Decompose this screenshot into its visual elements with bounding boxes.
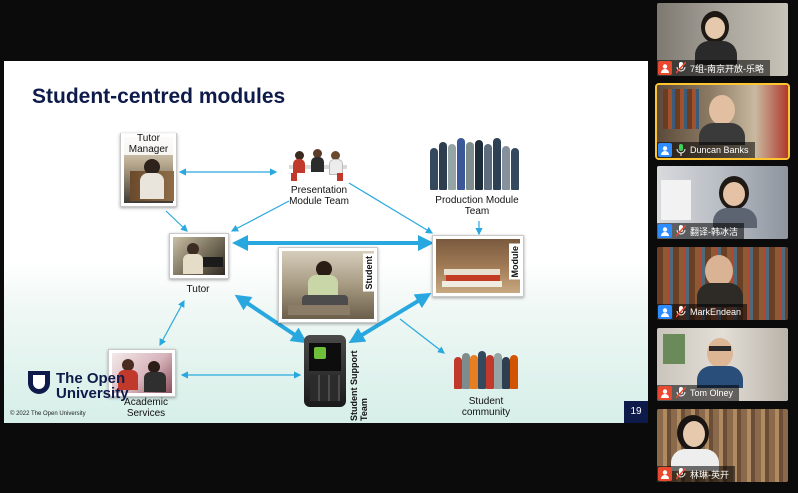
production-team-photo [428, 134, 526, 192]
student-community-photo [452, 349, 520, 389]
tutor-photo [169, 233, 229, 279]
participant-tile[interactable]: 翻译-韩冰洁 [657, 166, 788, 239]
student-photo: Student [278, 247, 378, 323]
participant-namebar: MarkEndean [657, 304, 748, 320]
mic-muted-icon[interactable] [675, 225, 687, 237]
mic-muted-icon[interactable] [675, 468, 687, 480]
ou-text-line1: The Open [56, 370, 126, 387]
student-community-label: Student community [461, 396, 511, 418]
participant-namebar: Tom Olney [657, 385, 740, 401]
mic-active-icon[interactable] [675, 144, 687, 156]
participant-namebar: Duncan Banks [657, 142, 755, 158]
presenter-icon [658, 386, 672, 400]
tutor-label: Tutor [186, 284, 210, 295]
participant-name: Duncan Banks [690, 145, 749, 155]
presentation-team-photo [289, 147, 347, 181]
slide-title: Student-centred modules [32, 85, 286, 108]
participant-tile-active-speaker[interactable]: Duncan Banks [655, 83, 790, 160]
academic-services-label: Academic Services [124, 397, 168, 419]
ou-shield-icon [28, 371, 50, 394]
diagram-connectors [159, 168, 483, 379]
presenter-icon [658, 467, 672, 481]
shared-slide: Student-centred modules [4, 61, 648, 423]
copyright-notice: © 2022 The Open University [10, 411, 86, 417]
ou-text: The Open University [56, 371, 129, 401]
participant-tile[interactable]: 7组-南京开放-乐略 [657, 3, 788, 76]
connector-module-community [399, 318, 445, 354]
user-icon [658, 143, 672, 157]
tutor-manager-label: Tutor Manager [121, 133, 176, 155]
participant-name: MarkEndean [690, 307, 742, 317]
student-label: Student [363, 254, 375, 292]
connector-presentation-module [348, 182, 434, 234]
production-team-label: Production Module Team [435, 195, 519, 217]
participant-tile[interactable]: Tom Olney [657, 328, 788, 401]
participant-name: 翻译-韩冰洁 [690, 226, 738, 237]
student-support-label: Student Support Team [349, 350, 369, 422]
participant-name: 林琳-英开 [690, 469, 729, 480]
connector-manager-tutor [165, 210, 188, 232]
connector-tutor-academic [159, 299, 185, 347]
tutor-manager-photo: Tutor Manager [120, 133, 177, 207]
participant-namebar: 林琳-英开 [657, 466, 735, 482]
user-icon [658, 305, 672, 319]
mic-muted-icon[interactable] [675, 62, 687, 74]
participant-tile[interactable]: 林琳-英开 [657, 409, 788, 482]
presentation-team-label: Presentation Module Team [289, 185, 349, 207]
participant-namebar: 7组-南京开放-乐略 [657, 60, 770, 76]
connector-module-support [348, 292, 432, 344]
participant-tile[interactable]: MarkEndean [657, 247, 788, 320]
participant-name: Tom Olney [690, 388, 734, 398]
slide-page-number: 19 [624, 401, 648, 423]
connector-presentation-tutor [230, 200, 290, 232]
presenter-icon [658, 61, 672, 75]
participant-name: 7组-南京开放-乐略 [690, 63, 764, 74]
academic-services-photo [108, 349, 176, 397]
ou-text-line2: University [56, 385, 129, 402]
participant-namebar: 翻译-韩冰洁 [657, 223, 744, 239]
mic-muted-icon[interactable] [675, 306, 687, 318]
mic-muted-icon[interactable] [675, 387, 687, 399]
module-label: Module [509, 244, 521, 280]
student-support-phone [304, 335, 346, 407]
user-icon [658, 224, 672, 238]
connector-tutor-support [234, 294, 308, 344]
module-photo: Module [432, 235, 524, 297]
